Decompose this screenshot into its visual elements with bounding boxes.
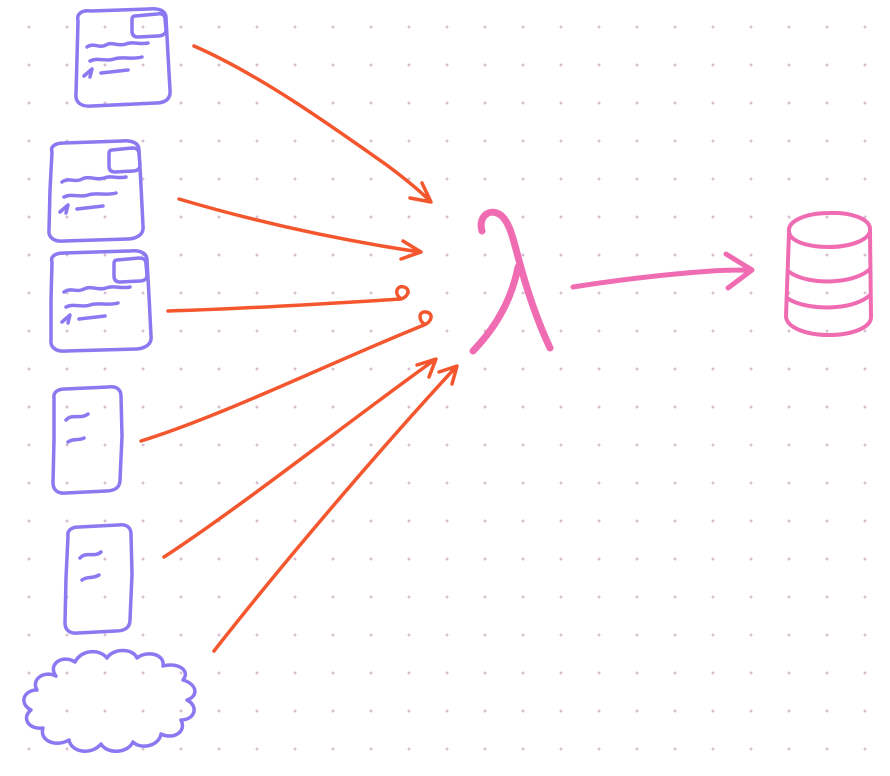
cloud-scribble-shape — [22, 648, 197, 753]
document-node-4[interactable] — [51, 385, 124, 495]
document-node-5[interactable] — [63, 523, 134, 635]
database-cylinder-node[interactable] — [784, 210, 873, 337]
document-node-1[interactable] — [74, 7, 172, 108]
document-1-shape — [74, 7, 172, 108]
lambda-symbol-node[interactable] — [469, 208, 554, 355]
arrow-document-2-to-lambda[interactable] — [177, 197, 423, 261]
document-2-shape — [47, 139, 145, 243]
database-shape — [784, 210, 873, 337]
cloud-scribble-node[interactable] — [22, 648, 197, 753]
arrow-1-line — [192, 44, 433, 204]
document-node-3[interactable] — [49, 249, 153, 353]
arrow-4-line — [139, 310, 433, 443]
arrow-document-5-to-lambda[interactable] — [162, 357, 438, 559]
arrow-6-line — [212, 364, 459, 653]
arrow-document-4-to-lambda[interactable] — [139, 310, 433, 443]
arrow-cloud-to-lambda[interactable] — [212, 364, 459, 653]
document-node-2[interactable] — [47, 139, 145, 243]
arrow-document-1-to-lambda[interactable] — [192, 44, 433, 204]
arrow-2-line — [177, 197, 423, 261]
arrow-lambda-to-database[interactable] — [570, 251, 755, 291]
lambda-shape — [469, 208, 554, 355]
arrow-output-line — [570, 251, 755, 291]
arrow-document-3-to-lambda[interactable] — [166, 284, 410, 313]
document-3-shape — [49, 249, 153, 353]
document-5-shape — [63, 523, 134, 635]
arrow-3-line — [166, 284, 410, 313]
arrow-5-line — [162, 357, 438, 559]
document-4-shape — [51, 385, 124, 495]
